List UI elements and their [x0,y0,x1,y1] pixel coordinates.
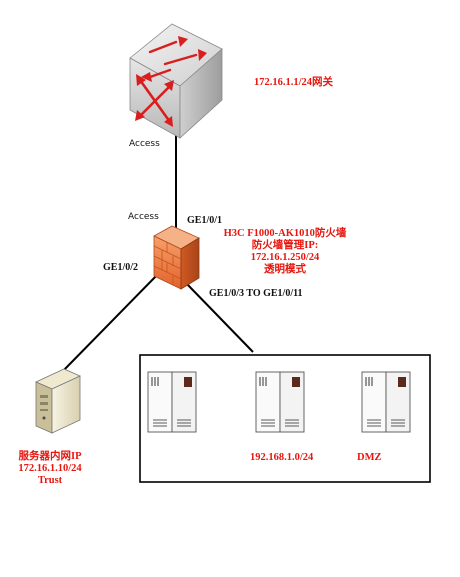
dmz-subnet-label: 192.168.1.0/24 [250,452,314,463]
firewall-dmz-ports-label: GE1/0/3 TO GE1/0/11 [209,288,303,299]
firewall-icon [153,225,200,290]
firewall-uplink-port-label: GE1/0/1 [187,215,223,226]
server-icon [35,368,81,434]
server-cabinet-icon [361,371,411,433]
dmz-zone-label: DMZ [357,452,382,463]
router-icon [129,23,223,139]
server-cabinet-icon [147,371,197,433]
server-cabinet-icon [255,371,305,433]
firewall-model-label: H3C F1000-AK1010防火墙 [223,228,347,239]
firewall-info-block: H3C F1000-AK1010防火墙 防火墙管理IP: 172.16.1.25… [215,228,355,276]
server-ip-label: 172.16.1.10/24 [18,463,82,475]
firewall-server-port-label: GE1/0/2 [103,262,139,273]
firewall-access-port-label: Access [128,212,159,222]
network-links [61,132,254,373]
dmz-zone-box [139,354,431,483]
link-firewall-to-server [61,271,161,373]
router-access-port-label: Access [129,139,160,149]
firewall-mode-label: 透明模式 [264,264,306,276]
firewall-mgmt-ip-heading: 防火墙管理IP: [251,240,319,252]
firewall-mgmt-ip-label: 172.16.1.250/24 [250,252,320,264]
gateway-label: 172.16.1.1/24网关 [254,77,334,88]
server-ip-heading: 服务器内网IP [18,451,82,462]
link-firewall-to-dmz [185,282,254,353]
server-info-block: 服务器内网IP 172.16.1.10/24 Trust [2,451,98,487]
dmz-servers [147,371,411,433]
server-zone-label: Trust [37,475,63,487]
